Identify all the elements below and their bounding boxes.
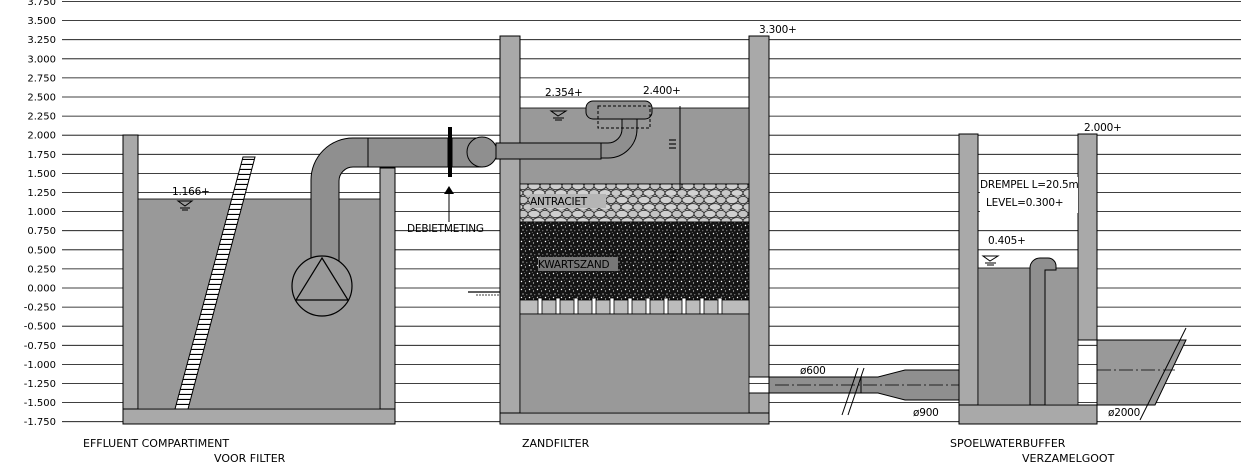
elevation-tick-label: -0.750 — [24, 341, 56, 352]
elevation-tick-label: 1.750 — [27, 150, 56, 161]
elevation-axis: 3.750 3.500 3.250 3.000 2.750 2.500 2.250 2.000… — [24, 0, 56, 428]
anthracite-label: ANTRACIET — [530, 196, 588, 208]
elevation-tick-label: 2.000 — [27, 131, 56, 142]
buffer-water-level: 0.405+ — [988, 235, 1026, 247]
elevation-tick-label: 0.500 — [27, 245, 56, 256]
weir-length-label: DREMPEL L=20.5m — [980, 179, 1078, 191]
elevation-tick-label: 0.250 — [27, 264, 56, 275]
pipe-900-label: ø900 — [913, 407, 939, 419]
backwash-buffer: 0.405+ 2.000+ DREMPEL L=20.5m LEVEL=0.30… — [958, 122, 1187, 425]
pump-icon — [291, 255, 353, 317]
water-level-symbol — [176, 200, 194, 211]
water-level-symbol — [981, 255, 1000, 266]
elevation-tick-label: -1.000 — [24, 360, 56, 371]
sand-filter: 2.354+ 2.400+ 3.300+ ANTRACIET KWARTSZAN… — [495, 24, 797, 425]
elevation-tick-label: 3.250 — [27, 35, 56, 46]
flow-meter-icon — [444, 127, 454, 222]
effluent-water-level: 1.166+ — [172, 186, 210, 198]
ground-level-symbol — [468, 291, 502, 296]
elevation-tick-label: 3.500 — [27, 16, 56, 27]
elevation-tick-label: 1.250 — [27, 188, 56, 199]
flow-meter-label: DEBIETMETING — [407, 223, 484, 235]
weir-level-label: LEVEL=0.300+ — [986, 197, 1063, 209]
elevation-tick-label: 1.000 — [27, 207, 56, 218]
elevation-tick-label: 1.500 — [27, 169, 56, 180]
quartz-sand-label: KWARTSZAND — [538, 259, 610, 271]
drain-pipe: ø600 ø900 — [768, 365, 961, 419]
pipe-600-label: ø600 — [800, 365, 826, 377]
filter-pipe-level: 2.400+ — [643, 85, 681, 97]
water-level-symbol — [549, 110, 568, 121]
elevation-tick-label: 2.500 — [27, 93, 56, 104]
elevation-tick-label: 0.000 — [27, 284, 56, 295]
elevation-tick-label: 2.750 — [27, 73, 56, 84]
buffer-label-line1: SPOELWATERBUFFER — [950, 437, 1066, 450]
elevation-tick-label: -0.250 — [24, 303, 56, 314]
filter-wall-top-level: 3.300+ — [759, 24, 797, 36]
elevation-tick-label: -1.250 — [24, 379, 56, 390]
filter-water-level: 2.354+ — [545, 87, 583, 99]
elevation-tick-label: 2.250 — [27, 112, 56, 123]
sandfilter-label: ZANDFILTER — [522, 437, 590, 450]
buffer-label-line2: VERZAMELGOOT — [1022, 452, 1115, 465]
elevation-tick-label: -1.750 — [24, 417, 56, 428]
pipe-2000-label: ø2000 — [1108, 407, 1140, 419]
elevation-tick-label: 3.750 — [27, 0, 56, 8]
elevation-tick-label: 0.750 — [27, 226, 56, 237]
effluent-compartment: 1.166+ DEBIETMETING — [122, 127, 498, 425]
buffer-wall-top-level: 2.000+ — [1084, 122, 1122, 134]
effluent-label-line1: EFFLUENT COMPARTIMENT — [83, 437, 230, 450]
elevation-tick-label: -1.500 — [24, 398, 56, 409]
elevation-tick-label: -0.500 — [24, 322, 56, 333]
elevation-tick-label: 3.000 — [27, 54, 56, 65]
effluent-label-line2: VOOR FILTER — [214, 452, 286, 465]
